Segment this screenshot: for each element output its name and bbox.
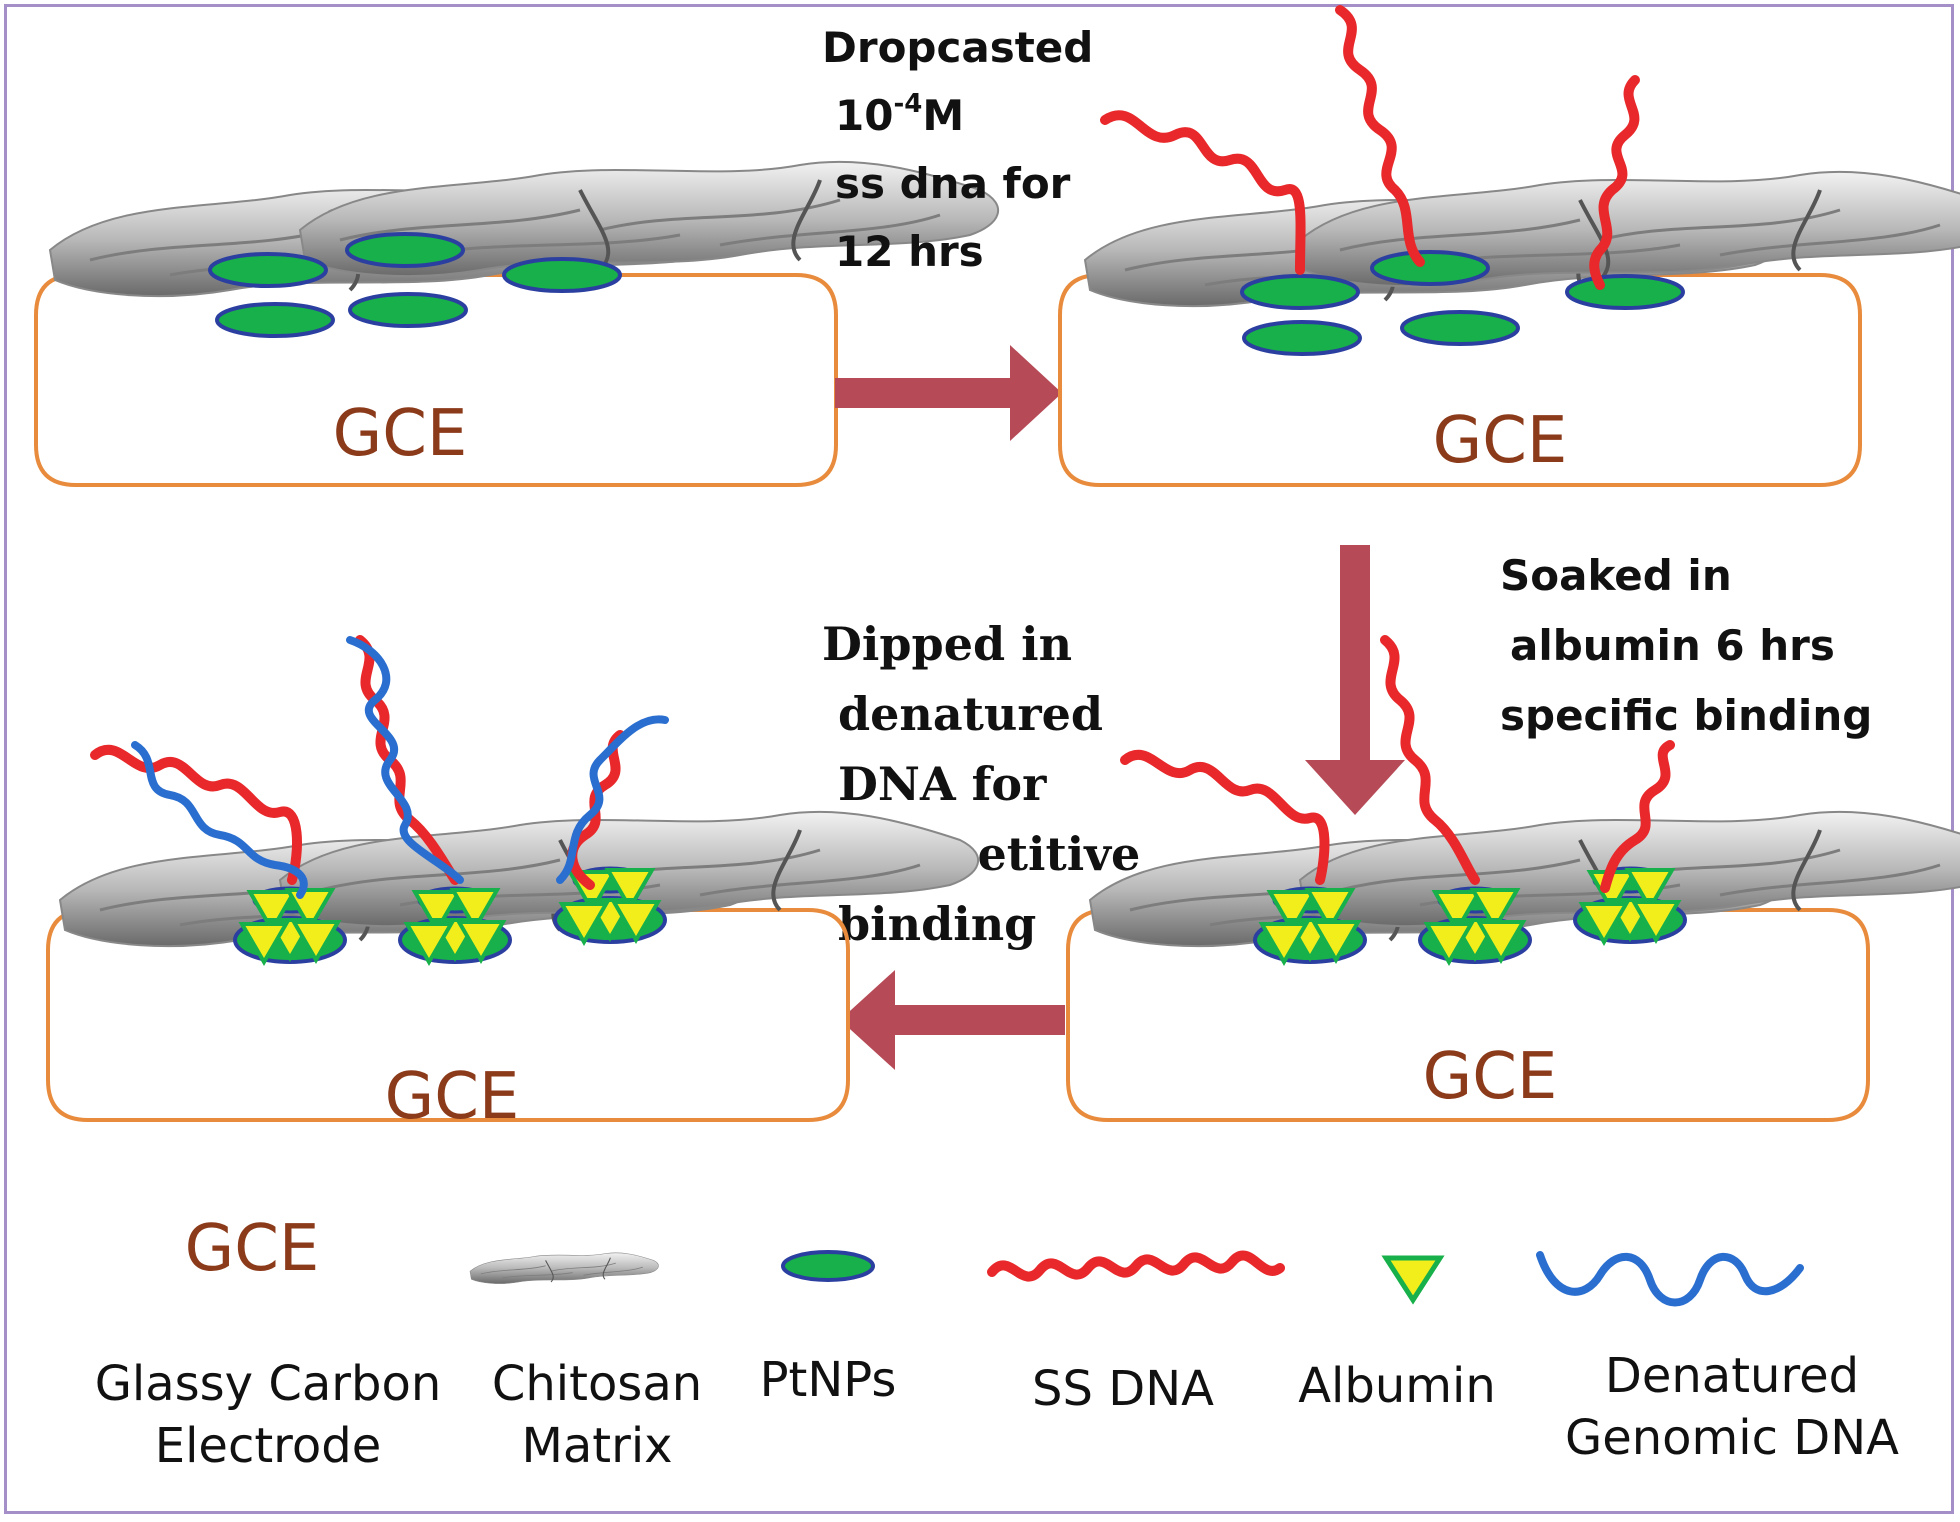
step3-line5: binding	[838, 897, 1036, 951]
legend-glassy-carbon-line1: Glassy Carbon	[95, 1356, 442, 1412]
gce-label-4: GCE	[385, 1060, 520, 1134]
ptnp-2d	[1242, 320, 1362, 356]
step1-line2: 10-4M	[835, 89, 964, 140]
panel-albumin: GCE	[1066, 635, 1960, 1122]
step2-line3: specific binding	[1500, 691, 1872, 740]
ptnp-1e	[348, 292, 468, 328]
legend: GCE Glassy Carbon Electrode Chitosan Mat…	[95, 1212, 1899, 1474]
legend-albumin-icon	[1381, 1255, 1445, 1305]
ss-dna-3b	[1380, 635, 1480, 885]
legend-ss-dna-label: SS DNA	[1032, 1361, 1214, 1417]
legend-chitosan-icon	[469, 1252, 660, 1285]
panel-ssdna: GCE	[1058, 5, 1960, 487]
ss-dna-2b	[1335, 5, 1425, 267]
legend-albumin-label: Albumin	[1298, 1358, 1496, 1414]
legend-ss-dna-icon	[987, 1250, 1285, 1282]
legend-glassy-carbon-line2: Electrode	[155, 1418, 381, 1474]
ptnp-2b	[1370, 250, 1490, 286]
step3-line1: Dipped in	[822, 617, 1072, 671]
step2-text: Soaked in albumin 6 hrs specific binding	[1500, 551, 1872, 740]
step3-line3: DNA for	[838, 757, 1047, 811]
legend-denatured-line1: Denatured	[1605, 1348, 1859, 1404]
legend-ptnp-icon	[781, 1250, 875, 1282]
legend-gce-symbol: GCE	[185, 1212, 320, 1286]
denatured-dna-4b	[346, 636, 464, 884]
gce-label-1: GCE	[333, 397, 468, 471]
denatured-dna-4c	[556, 715, 669, 884]
ptnp-1a	[208, 252, 328, 288]
ptnp-1c	[502, 257, 622, 293]
legend-chitosan-line2: Matrix	[521, 1418, 672, 1474]
ss-dna-2a	[1100, 110, 1306, 275]
ptnp-2e	[1400, 310, 1520, 346]
step1-line1: Dropcasted	[822, 23, 1093, 72]
step1-text: Dropcasted 10-4M ss dna for 12 hrs	[822, 23, 1093, 276]
denatured-dna-4a	[131, 741, 308, 899]
arrow-left	[840, 970, 1065, 1070]
panel-competitive: GCE	[46, 635, 981, 1134]
ptnp-2c	[1565, 274, 1685, 310]
legend-chitosan-line1: Chitosan	[492, 1356, 702, 1412]
ptnp-1b	[345, 232, 465, 268]
ptnp-2a	[1240, 274, 1360, 310]
legend-denatured-line2: Genomic DNA	[1565, 1410, 1899, 1466]
gce-label-3: GCE	[1423, 1040, 1558, 1114]
legend-ptnp-label: PtNPs	[760, 1352, 897, 1408]
step2-line2: albumin 6 hrs	[1510, 621, 1835, 670]
gce-label-2: GCE	[1433, 404, 1568, 478]
ss-dna-4a	[90, 744, 302, 885]
ss-dna-3c	[1600, 740, 1675, 893]
arrow-right	[835, 345, 1062, 441]
legend-denatured-dna-icon	[1536, 1251, 1804, 1307]
step1-line3: ss dna for	[835, 159, 1071, 208]
step3-line2: denatured	[838, 687, 1103, 741]
ptnp-1d	[215, 302, 335, 338]
arrow-down	[1305, 545, 1405, 815]
step1-line4: 12 hrs	[835, 227, 984, 276]
ss-dna-2c	[1589, 75, 1640, 290]
panel-initial: GCE	[34, 159, 1001, 487]
ss-dna-3a	[1120, 749, 1330, 885]
step2-line1: Soaked in	[1500, 551, 1732, 600]
figure-frame	[4, 4, 1954, 1514]
